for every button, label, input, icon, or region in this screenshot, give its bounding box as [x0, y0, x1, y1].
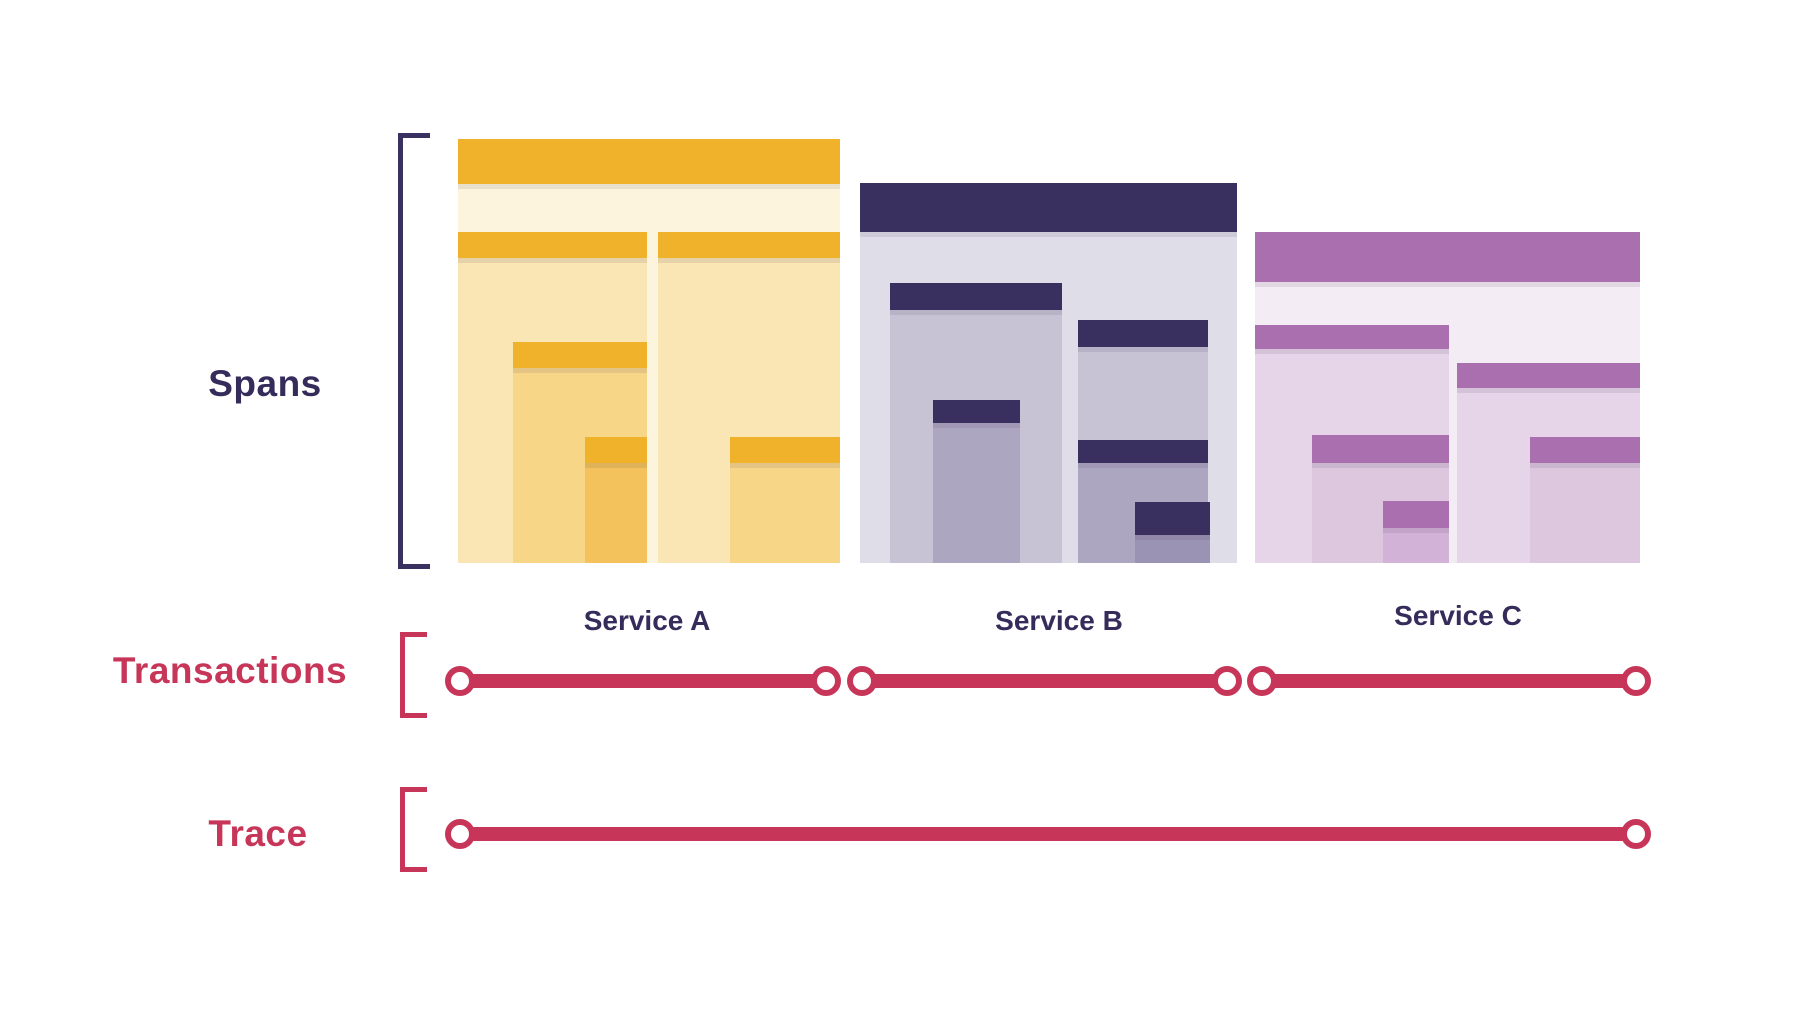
transaction-2-line — [862, 674, 1227, 688]
span-bar — [1078, 320, 1208, 347]
span-bar — [1255, 325, 1449, 349]
trace-end-circle — [1621, 819, 1651, 849]
transactions-bracket — [400, 632, 427, 718]
span-bar — [658, 232, 840, 258]
transaction-3-end-circle — [1621, 666, 1651, 696]
transaction-2-start-circle — [847, 666, 877, 696]
span-fill — [1530, 463, 1640, 563]
span-bar — [890, 283, 1062, 310]
span-bar — [1383, 501, 1449, 528]
service-c-label: Service C — [1394, 600, 1522, 631]
span-fill — [1383, 528, 1449, 563]
span-bar — [585, 437, 647, 463]
span-fill — [1135, 535, 1210, 563]
transaction-2-end-circle — [1212, 666, 1242, 696]
trace-start-circle — [445, 819, 475, 849]
span-bar — [1312, 435, 1449, 463]
span-bar — [458, 139, 840, 184]
span-bar — [1530, 437, 1640, 463]
span-fill — [730, 463, 840, 563]
span-bar — [860, 183, 1237, 232]
span-bar — [1078, 440, 1208, 463]
span-bar — [458, 232, 647, 258]
service-b-label: Service B — [995, 605, 1123, 636]
span-bar — [730, 437, 840, 463]
span-bar — [1457, 363, 1640, 388]
span-bar — [1255, 232, 1640, 282]
transaction-1-start-circle — [445, 666, 475, 696]
spans-bracket — [398, 133, 430, 569]
transactions-label: Transactions — [112, 650, 348, 691]
trace-label: Trace — [208, 813, 308, 854]
spans-label: Spans — [208, 363, 322, 404]
span-fill — [933, 423, 1020, 563]
span-fill — [585, 463, 647, 563]
service-a-label: Service A — [583, 605, 711, 636]
span-bar — [933, 400, 1020, 423]
transaction-1-end-circle — [811, 666, 841, 696]
transaction-3-line — [1262, 674, 1636, 688]
span-bar — [513, 342, 647, 368]
trace-line — [460, 827, 1636, 841]
span-bar — [1135, 502, 1210, 535]
transaction-3-start-circle — [1247, 666, 1277, 696]
transaction-1-line — [460, 674, 826, 688]
trace-bracket — [400, 787, 427, 872]
